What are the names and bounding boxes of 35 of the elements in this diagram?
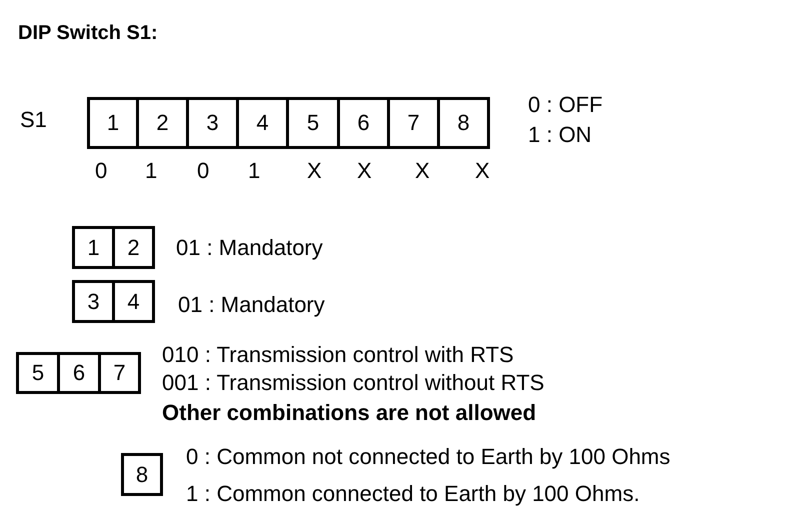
setting-description: 01 : Mandatory xyxy=(178,292,325,318)
setting-value: X xyxy=(357,158,372,184)
setting-value: X xyxy=(307,158,322,184)
setting-description: 01 : Mandatory xyxy=(176,235,323,261)
switch-cell: 7 xyxy=(98,352,141,394)
setting-value: 0 xyxy=(197,158,210,184)
setting-value: 1 xyxy=(248,158,260,184)
legend-text: 0 : OFF xyxy=(528,92,603,118)
warning-note: Other combinations are not allowed xyxy=(162,400,536,426)
switch-cell: 3 xyxy=(72,280,115,323)
setting-description: 010 : Transmission control with RTS xyxy=(162,342,514,368)
switch-name: S1 xyxy=(20,107,47,133)
switch-cell: 2 xyxy=(112,226,155,269)
legend-text: 1 : ON xyxy=(528,122,592,148)
switch-cell: 1 xyxy=(87,97,139,149)
switch-cell: 3 xyxy=(186,97,239,149)
setting-value: X xyxy=(415,158,430,184)
switch-cell: 8 xyxy=(121,453,163,496)
setting-description: 0 : Common not connected to Earth by 100 Ohms xyxy=(186,444,670,470)
title: DIP Switch S1: xyxy=(18,21,158,46)
switch-cell: 5 xyxy=(286,97,340,149)
switch-cell: 7 xyxy=(387,97,440,149)
setting-description: 1 : Common connected to Earth by 100 Ohms. xyxy=(186,481,640,507)
switch-cell: 2 xyxy=(136,97,189,149)
setting-value: X xyxy=(475,158,490,184)
switch-cell: 4 xyxy=(236,97,289,149)
setting-value: 1 xyxy=(145,158,158,184)
switch-cell: 5 xyxy=(16,352,60,394)
switch-cell: 1 xyxy=(72,226,115,269)
switch-cell: 6 xyxy=(57,352,101,394)
switch-cell: 8 xyxy=(437,97,490,149)
switch-cell: 4 xyxy=(112,280,155,323)
setting-value: 0 xyxy=(95,158,108,184)
setting-description: 001 : Transmission control without RTS xyxy=(162,370,544,396)
switch-cell: 6 xyxy=(337,97,390,149)
